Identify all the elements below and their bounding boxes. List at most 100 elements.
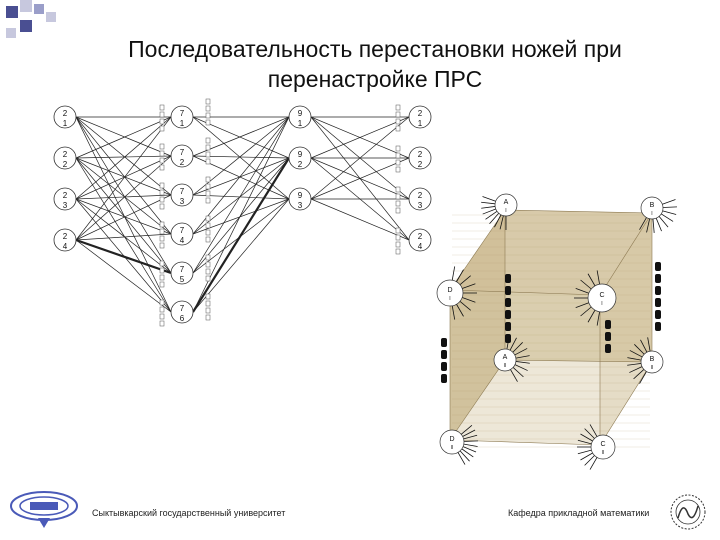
rack-tick-right [205, 293, 211, 300]
node-col1-4-label-bottom: 4 [63, 242, 68, 251]
stand-node-a2-spike [514, 364, 528, 371]
stand-node-c1-spike [580, 279, 592, 290]
title-line-1: Последовательность перестановки ножей пр… [128, 36, 622, 62]
node-col3-2-label-bottom: 2 [298, 160, 303, 169]
stand-edge [599, 212, 653, 296]
stand-node-b2-spike [633, 369, 645, 380]
stand-node-d1-index: I [449, 296, 450, 302]
connection-line [75, 198, 172, 235]
knife-center-left [505, 322, 511, 331]
rack-tick-right [205, 98, 211, 105]
stand-node-b2-label: B [650, 356, 655, 363]
knife-left-front [441, 338, 447, 347]
rack-tick-right [205, 176, 211, 183]
knife-center-left [505, 298, 511, 307]
connection-line [75, 233, 172, 241]
stand-node-d1-spike [462, 297, 476, 303]
node-col4-1-label-bottom: 1 [418, 119, 423, 128]
rack-tick-right [205, 119, 211, 126]
node-col4-4-circle [408, 228, 432, 252]
stand-node-c2-spike [577, 449, 592, 455]
stand-node-c2-label: C [600, 441, 605, 448]
connection-line [310, 116, 410, 200]
knife-center-right [605, 332, 611, 341]
node-col4-2-circle [408, 146, 432, 170]
stand-node-b2-index: II [651, 365, 654, 371]
knife-right-back [655, 298, 661, 307]
node-col3-3-circle [288, 187, 312, 211]
stand-node-a1-spike [499, 215, 504, 230]
rack-tick-left [395, 241, 401, 248]
rack-tick-right [205, 144, 211, 151]
stand-node-d2-spike [460, 424, 473, 435]
stand-node-a1-spike [482, 208, 496, 215]
stand-edge [599, 361, 653, 446]
stand-top-face [450, 210, 652, 295]
stand-node-b2-spike [634, 344, 645, 355]
rack-tick-left [159, 235, 165, 242]
stand-node-a1-spike [481, 201, 496, 205]
rack-tick-left [159, 150, 165, 157]
knife-right-back [655, 286, 661, 295]
connection-line [75, 239, 172, 313]
connection-line [75, 157, 172, 235]
node-col4-3-label-top: 2 [418, 191, 423, 200]
stand-node-d2-index: II [451, 445, 454, 451]
rack-tick-right [205, 268, 211, 275]
stand-node-a2-spike [512, 367, 524, 378]
stand-node-a2-spike [509, 337, 517, 351]
stand-edge [504, 209, 653, 214]
rack-tick-left [159, 306, 165, 313]
node-col1-2-label-top: 2 [63, 150, 68, 159]
stand-node-d1-spike [451, 305, 456, 320]
connection-line [192, 157, 290, 274]
node-col3-1-circle [288, 105, 312, 129]
rack-tick-left [395, 145, 401, 152]
rack-tick-left [395, 227, 401, 234]
rack-tick-left [159, 125, 165, 132]
rack-tick-right [205, 261, 211, 268]
stand-node-b1-label: B [650, 202, 655, 209]
rack-tick-left [395, 111, 401, 118]
connection-line [75, 116, 172, 274]
connection-line [75, 116, 172, 200]
stand-node-a2-spike [515, 361, 530, 364]
stand-node-d1-spike [456, 269, 464, 282]
node-col3-1-label-top: 9 [298, 109, 303, 118]
rack-tick-right [205, 236, 211, 243]
stand-node-b2-spike [627, 357, 642, 361]
stand-node-c1-spike [580, 306, 592, 317]
connection-line [75, 194, 172, 200]
connection-line [192, 157, 290, 313]
stand-node-c1-spike [596, 311, 600, 326]
stand-node-a1-spike [494, 214, 502, 228]
connection-line [75, 198, 172, 274]
knife-right-back [655, 310, 661, 319]
connection-line [75, 116, 172, 241]
rack-tick-right [205, 105, 211, 112]
stand-node-d1-circle [436, 279, 464, 307]
corner-decoration [6, 0, 56, 38]
rack-tick-right [205, 300, 211, 307]
stand-node-d2-spike [463, 443, 478, 447]
rack-tick-right [205, 137, 211, 144]
knife-right-back [655, 262, 661, 271]
node-col4-3-label-bottom: 3 [418, 201, 423, 210]
node-col4-2-label-bottom: 2 [418, 160, 423, 169]
stand-left-face [450, 210, 505, 440]
rack-tick-left [159, 242, 165, 249]
knife-center-left [505, 274, 511, 283]
rack-tick-left [159, 320, 165, 327]
stand-edge [449, 289, 601, 296]
connection-line [75, 157, 172, 313]
knife-left-front [441, 362, 447, 371]
rack-tick-left [159, 189, 165, 196]
stand-node-c1-label: C [599, 292, 604, 299]
node-col4-1-circle [408, 105, 432, 129]
node-col2-1-label-bottom: 1 [180, 119, 185, 128]
connection-line [75, 116, 172, 313]
rack-tick-right [205, 158, 211, 165]
stand-edge [449, 359, 506, 441]
knife-left-front [441, 374, 447, 383]
stand-node-c2-spike [580, 452, 593, 461]
